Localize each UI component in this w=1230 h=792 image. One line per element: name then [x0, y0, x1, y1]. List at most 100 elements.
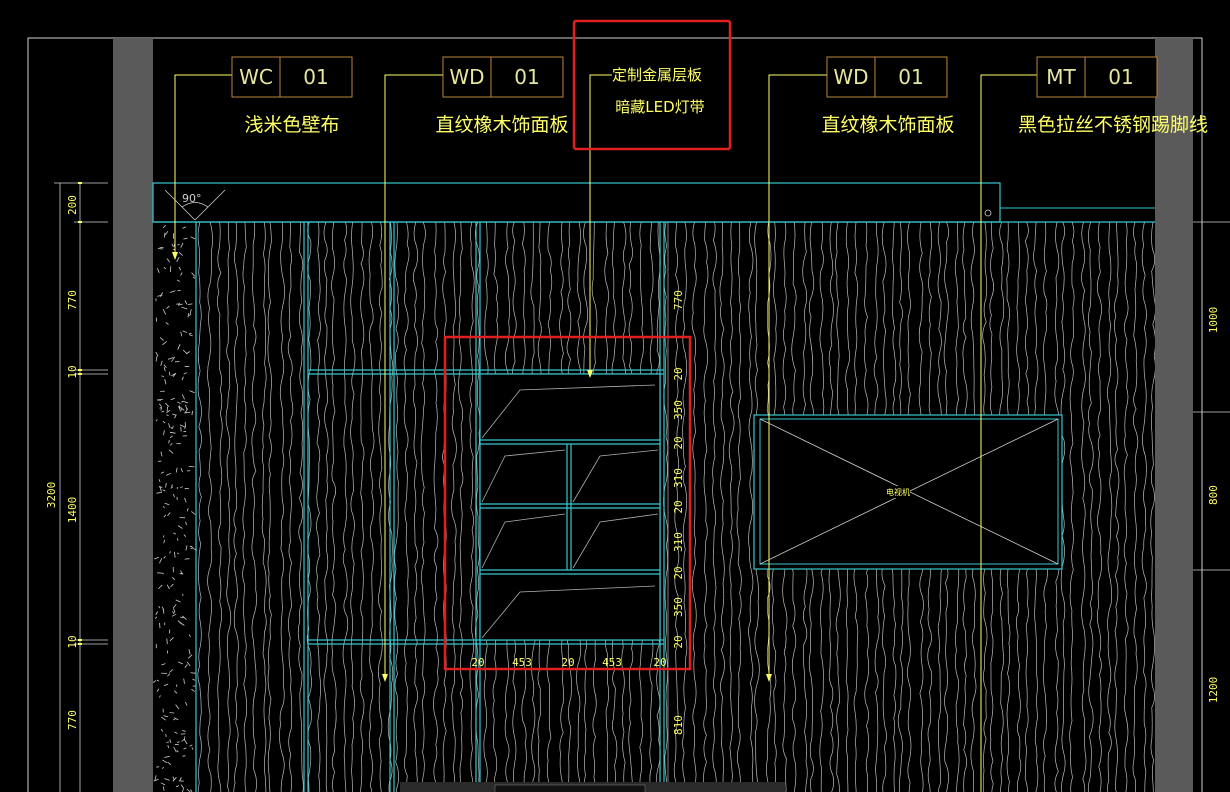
- gravel-speck: [183, 534, 187, 537]
- wood-grain-line: [359, 222, 365, 792]
- leader-arrows: [172, 252, 772, 682]
- gravel-speck: [163, 364, 167, 368]
- gravel-speck: [187, 313, 189, 318]
- gravel-speck: [191, 747, 194, 750]
- gravel-speck: [159, 622, 161, 629]
- shelf-vertical-dims: 770 20 350 20 310 20 310 20 350 20 810: [672, 290, 685, 735]
- shelf-vdim: 20: [672, 566, 685, 579]
- gravel-speck: [179, 408, 183, 412]
- wood-grain-line: [703, 222, 709, 792]
- right-wall-column: [1155, 38, 1193, 792]
- gravel-speck: [159, 407, 162, 409]
- gravel-speck: [167, 357, 174, 360]
- gravel-speck: [184, 426, 186, 430]
- wood-grain-line: [350, 222, 356, 792]
- angle-label: 90°: [182, 192, 202, 205]
- gravel-speck: [167, 512, 171, 517]
- gravel-speck: [187, 303, 193, 305]
- command-input[interactable]: [494, 784, 646, 792]
- gravel-speck: [165, 482, 167, 488]
- gravel-speck: [162, 420, 166, 424]
- wood-grain-line: [306, 222, 312, 792]
- gravel-speck: [160, 292, 163, 297]
- tag-label: 浅米色壁布: [244, 114, 339, 136]
- gravel-speck: [169, 431, 176, 434]
- wood-grain-line: [368, 222, 375, 792]
- left-dim-lines: [54, 182, 108, 792]
- gravel-speck: [161, 572, 164, 575]
- gravel-speck: [162, 309, 167, 315]
- gravel-speck: [177, 401, 181, 405]
- gravel-speck: [188, 634, 191, 638]
- gravel-speck: [169, 551, 171, 554]
- wood-grain-line: [316, 222, 321, 792]
- gravel-speck: [161, 375, 165, 377]
- gravel-speck: [170, 397, 175, 401]
- drawing-frame: [27, 37, 1203, 792]
- gravel-speck: [180, 426, 182, 432]
- tag-mt01[interactable]: MT 01 黑色拉丝不锈钢踢脚线: [1018, 56, 1208, 136]
- gravel-speck: [185, 521, 188, 526]
- wood-grain-line: [1081, 222, 1087, 792]
- gravel-speck: [166, 584, 170, 590]
- gravel-speck: [172, 425, 174, 429]
- wood-grain-line: [207, 222, 213, 792]
- gravel-speck: [180, 486, 183, 489]
- gravel-speck: [162, 506, 165, 509]
- tag-number: 01: [514, 65, 539, 89]
- gravel-speck: [178, 252, 183, 256]
- shelf-hdim: 20: [653, 656, 666, 669]
- wood-grain-line: [728, 222, 735, 792]
- gravel-speck: [155, 351, 159, 357]
- ceiling-band: [152, 182, 1001, 223]
- right-dim-2: 800: [1207, 485, 1220, 505]
- gravel-speck: [186, 788, 191, 792]
- gravel-speck: [172, 604, 177, 609]
- tag-wd01-left[interactable]: WD 01 直纹橡木饰面板: [435, 56, 569, 136]
- wood-grain-line: [663, 222, 669, 792]
- gravel-speck: [171, 484, 173, 487]
- gravel-speck: [174, 551, 176, 558]
- gravel-speck: [164, 778, 170, 781]
- wood-grain-line: [217, 222, 223, 792]
- wood-grain-line: [1069, 222, 1075, 792]
- shelf-vdim: 350: [672, 400, 685, 420]
- gravel-speck: [174, 731, 178, 734]
- gravel-speck: [172, 413, 177, 416]
- shelf-vdim: 20: [672, 436, 685, 449]
- gravel-speck: [160, 451, 163, 457]
- gravel-speck: [163, 539, 166, 544]
- gravel-speck: [182, 730, 186, 732]
- gravel-speck: [182, 349, 187, 354]
- gravel-speck: [175, 785, 180, 788]
- gravel-speck: [172, 777, 177, 782]
- gravel-speck: [180, 331, 183, 337]
- tag-wd01-right[interactable]: WD 01 直纹橡木饰面板: [821, 56, 955, 136]
- wood-grain-line: [682, 222, 688, 792]
- gravel-speck: [160, 728, 164, 732]
- wood-grain-line: [331, 222, 337, 792]
- wood-grain-line: [1107, 222, 1113, 792]
- gravel-speck: [190, 236, 196, 240]
- gravel-speck: [157, 268, 160, 273]
- gravel-speck: [164, 755, 170, 758]
- gravel-speck: [159, 337, 164, 341]
- gravel-speck: [191, 272, 196, 277]
- wood-grain-line: [287, 222, 294, 792]
- gravel-speck: [178, 405, 181, 411]
- gravel-speck: [168, 371, 171, 376]
- wood-grain-line: [279, 222, 285, 792]
- gravel-speck: [155, 317, 158, 322]
- shelf-vdim: 20: [672, 500, 685, 513]
- gravel-speck: [180, 570, 183, 575]
- left-dim-seg-2: 10: [66, 365, 79, 378]
- wood-grain-line: [403, 222, 410, 792]
- gravel-speck: [160, 360, 163, 366]
- tag-wc01[interactable]: WC 01 浅米色壁布: [231, 56, 353, 136]
- gravel-speck: [163, 683, 169, 687]
- gravel-speck: [177, 525, 183, 529]
- gravel-speck: [186, 661, 191, 667]
- gravel-speck: [185, 351, 191, 355]
- gravel-speck: [179, 424, 186, 428]
